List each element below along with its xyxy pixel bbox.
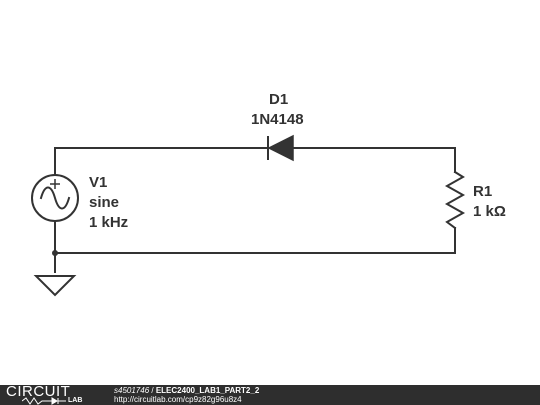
footer-info: s4501746 / ELEC2400_LAB1_PART2_2 http://…	[114, 386, 259, 404]
schematic-drawing	[31, 134, 466, 297]
resistor-symbol	[444, 170, 466, 230]
resistor-value-label: 1 kΩ	[473, 203, 506, 220]
voltage-source-symbol	[31, 174, 79, 222]
ground-symbol	[33, 275, 77, 297]
circuitlab-logo[interactable]: CIRCUIT LAB	[6, 383, 101, 405]
source-type-label: sine	[89, 194, 120, 211]
footer-bar: CIRCUIT LAB s4501746 / ELEC2400_LAB1_PAR…	[0, 383, 540, 405]
footer-circuit-title[interactable]: ELEC2400_LAB1_PART2_2	[155, 386, 260, 395]
footer-user[interactable]: s4501746	[114, 386, 150, 395]
logo-circuit-text: CIRCUIT	[6, 383, 71, 400]
diode-model-label: 1N4148	[251, 111, 304, 128]
source-freq-label: 1 kHz	[89, 214, 129, 231]
circuit-schematic	[31, 134, 466, 297]
logo-wire-icon	[22, 397, 66, 405]
resistor-ref-label: R1	[473, 183, 493, 200]
diode-ref-label: D1	[269, 91, 289, 108]
footer-separator: /	[149, 386, 156, 395]
diode-symbol	[267, 134, 294, 162]
junction-dot	[52, 250, 58, 256]
sine-wave-icon	[39, 186, 71, 210]
logo-lab-text: LAB	[68, 397, 83, 404]
wire-top	[54, 147, 268, 176]
source-ref-label: V1	[89, 174, 108, 191]
footer-url[interactable]: http://circuitlab.com/cp9z82g96u8z4	[114, 395, 242, 404]
